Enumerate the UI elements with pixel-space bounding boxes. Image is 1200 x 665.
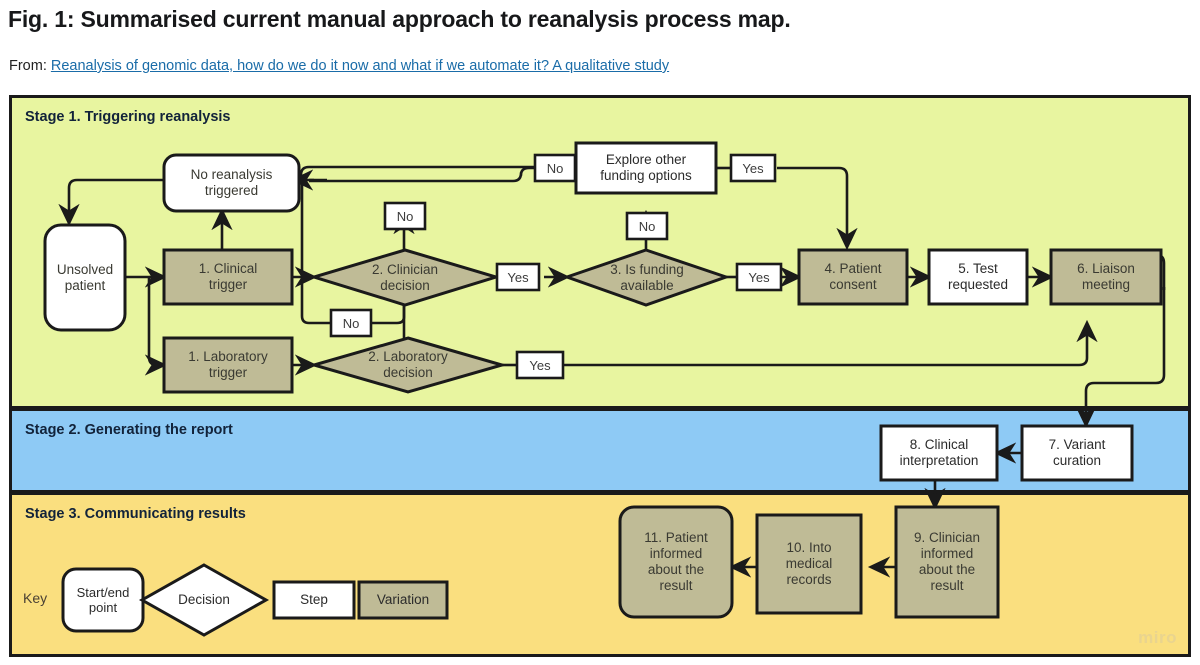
edge-label-box-funding-no	[625, 211, 669, 241]
key-shape-step	[272, 580, 356, 620]
from-label: From:	[9, 58, 47, 74]
edge-explore-yes-down	[777, 166, 858, 251]
stage-3-title: Stage 3. Communicating results	[25, 506, 246, 522]
node-laboratory-trigger	[162, 336, 294, 394]
edge-label-laboratory-yes: Yes	[529, 357, 551, 373]
source-article-link[interactable]: Reanalysis of genomic data, how do we do…	[50, 58, 670, 74]
edge-label-box-clinician-yes	[495, 262, 541, 292]
edge-label-funding-no: No	[638, 218, 656, 234]
edge-label-clinician-no-down: No	[342, 315, 360, 331]
node-clinician-informed	[894, 505, 1000, 619]
node-clinician-decision	[308, 248, 502, 307]
edge-label-box-explore-no	[533, 153, 577, 183]
edge-label-explore-no: No	[546, 160, 564, 176]
node-into-medical-records	[755, 513, 863, 615]
node-test-requested	[927, 248, 1029, 306]
edge-explore-no-route	[309, 166, 536, 183]
key-shape-decision	[138, 563, 270, 637]
edge-label-explore-yes: Yes	[742, 160, 764, 176]
node-liaison-meeting	[1049, 248, 1163, 306]
node-patient-informed	[618, 505, 734, 619]
edge-label-box-clinician-no-up	[383, 201, 427, 231]
edge-label-box-clinician-no-down	[329, 308, 373, 338]
key-title: Key	[23, 590, 48, 606]
edge-label-box-explore-yes	[729, 153, 777, 183]
node-clinical-trigger	[162, 248, 294, 306]
node-laboratory-decision	[308, 336, 508, 394]
source-attribution: From: Reanalysis of genomic data, how do…	[9, 58, 669, 74]
miro-watermark: miro	[1138, 628, 1177, 647]
edge-label-clinician-yes: Yes	[507, 269, 529, 285]
edge-clinician-no-to-start	[58, 178, 302, 227]
node-patient-consent	[797, 248, 909, 306]
process-map-svg	[9, 95, 1191, 657]
edge-liaison-to-variant	[1075, 287, 1166, 429]
node-clinical-interpretation	[879, 424, 999, 482]
key-shape-variation	[357, 580, 449, 620]
edge-label-box-funding-yes	[735, 262, 783, 292]
edge-label-clinician-no-up: No	[396, 208, 414, 224]
edge-lab-yes-long	[561, 319, 1098, 367]
node-variant-curation	[1020, 424, 1134, 482]
key-shape-start-end-point	[61, 567, 145, 633]
process-map-canvas: Stage 1. Triggering reanalysis Stage 2. …	[9, 95, 1191, 658]
node-no-reanalysis-triggered	[162, 153, 301, 213]
node-unsolved-patient	[43, 223, 127, 332]
edge-label-box-laboratory-yes	[515, 350, 565, 380]
stage-2-title: Stage 2. Generating the report	[25, 422, 233, 438]
node-explore-funding-options	[574, 141, 718, 195]
page-title: Fig. 1: Summarised current manual approa…	[8, 6, 791, 32]
edge-unsolved-down	[144, 277, 168, 376]
edge-label-funding-yes: Yes	[748, 269, 770, 285]
node-is-funding-available	[562, 248, 731, 307]
stage-1-title: Stage 1. Triggering reanalysis	[25, 109, 231, 125]
